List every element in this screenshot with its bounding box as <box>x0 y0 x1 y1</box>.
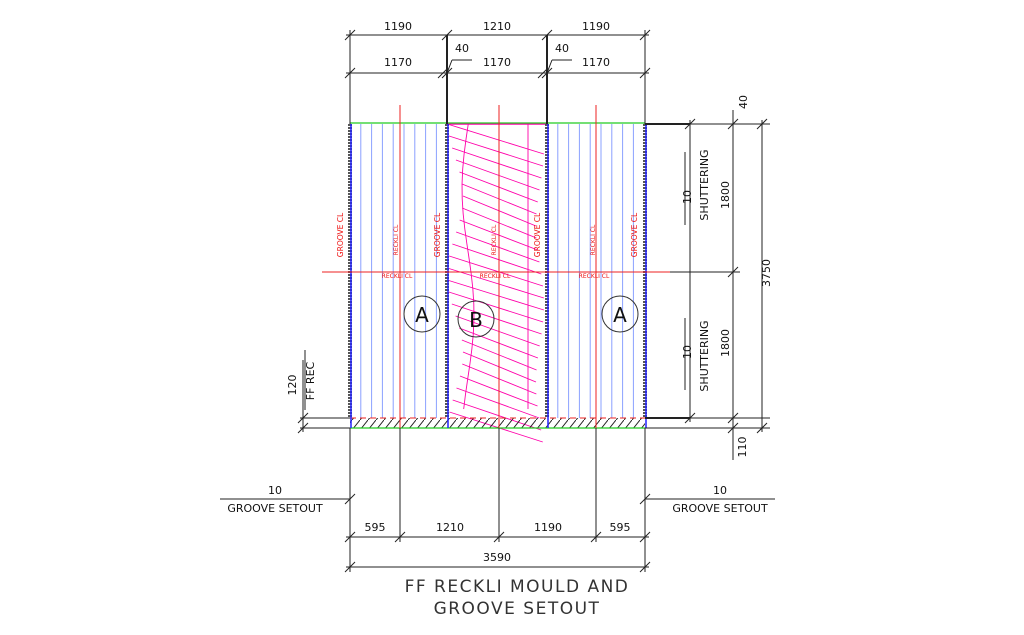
dim-tick <box>684 412 696 424</box>
setout-num: 10 <box>713 484 727 497</box>
dim-tick <box>756 118 768 130</box>
dim-tick <box>344 531 356 543</box>
groove-cl-label: GROOVE CL <box>630 212 639 257</box>
bottom-total-dim: 3590 <box>483 551 511 564</box>
panel-marker-a: A <box>403 295 441 333</box>
dim-tick <box>541 29 553 41</box>
shuttering-num: 10 <box>681 345 694 359</box>
drawing-geometry <box>220 29 775 573</box>
dim-tick <box>639 561 651 573</box>
dim-tick <box>684 118 696 130</box>
top-dim: 1190 <box>582 20 610 33</box>
dim-tick <box>344 67 356 79</box>
drawing-title: FF RECKLI MOULD AND <box>405 577 630 597</box>
shuttering-label: SHUTTERING <box>698 149 711 220</box>
gap-dim: 40 <box>455 42 469 55</box>
dim-tick <box>639 531 651 543</box>
top-dim: 1170 <box>483 56 511 69</box>
groove-cl-label: GROOVE CL <box>336 212 345 257</box>
reckli-cl-label: RECKLI CL <box>491 224 498 255</box>
top-dim: 1210 <box>483 20 511 33</box>
reckli-texture <box>447 123 545 443</box>
dim-tick <box>297 422 309 434</box>
dim-tick <box>756 422 768 434</box>
reckli-cl-label: RECKLI CL <box>480 273 511 280</box>
top-dim: 1170 <box>384 56 412 69</box>
dim-tick <box>727 412 739 424</box>
dim-tick <box>344 493 356 505</box>
panel-marker-a: A <box>601 295 639 333</box>
shuttering-dim: 1800 <box>719 181 732 209</box>
reckli-cl-label: RECKLI CL <box>393 224 400 255</box>
dim-tick <box>590 531 602 543</box>
svg-text:A: A <box>613 303 627 327</box>
bottom-dim: 1190 <box>534 521 562 534</box>
dim-tick <box>394 531 406 543</box>
dim-tick <box>639 29 651 41</box>
leader <box>546 59 553 74</box>
dim-tick <box>537 67 549 79</box>
ff-rec-label: FF REC <box>304 361 317 400</box>
groove-cl-label: GROOVE CL <box>433 212 442 257</box>
bottom-dim: 595 <box>610 521 631 534</box>
bottom-dim: 1210 <box>436 521 464 534</box>
setout-label: GROOVE SETOUT <box>672 502 768 515</box>
bottom-gap-dim: 110 <box>736 437 749 458</box>
ff-rec-value: 120 <box>286 375 299 396</box>
dim-tick <box>344 561 356 573</box>
bottom-dim: 595 <box>365 521 386 534</box>
shuttering-dim: 1800 <box>719 329 732 357</box>
dim-tick <box>639 493 651 505</box>
dim-tick <box>437 67 449 79</box>
gap-dim: 40 <box>555 42 569 55</box>
top-dim: 1170 <box>582 56 610 69</box>
shuttering-num: 10 <box>681 190 694 204</box>
panel-marker-b: B <box>457 300 495 338</box>
svg-text:B: B <box>469 308 483 332</box>
setout-num: 10 <box>268 484 282 497</box>
total-height-dim: 3750 <box>760 259 773 287</box>
groove-cl-label: GROOVE CL <box>533 212 542 257</box>
setout-label: GROOVE SETOUT <box>227 502 323 515</box>
dim-tick <box>727 266 739 278</box>
reckli-cl-label: RECKLI CL <box>579 273 610 280</box>
dim-tick <box>441 29 453 41</box>
base-hatch <box>350 418 645 428</box>
leader <box>446 59 453 74</box>
shuttering-label: SHUTTERING <box>698 320 711 391</box>
drawing-title: GROOVE SETOUT <box>434 599 601 619</box>
dim-tick <box>493 531 505 543</box>
dim-tick <box>639 67 651 79</box>
top-dim: 1190 <box>384 20 412 33</box>
reckli-cl-label: RECKLI CL <box>382 273 413 280</box>
dim-tick <box>344 29 356 41</box>
reckli-cl-label: RECKLI CL <box>590 224 597 255</box>
right-top-gap: 40 <box>737 95 750 109</box>
svg-text:A: A <box>415 303 429 327</box>
